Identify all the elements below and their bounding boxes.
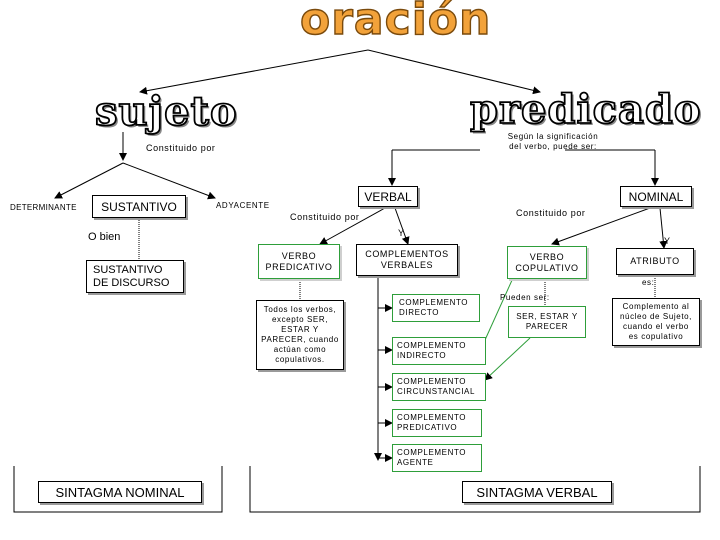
line-nominal-atributo [659, 207, 668, 249]
label-constituido-por-nominal: Constituido por [516, 208, 586, 218]
label-constituido-por-verbal: Constituido por [290, 212, 360, 222]
label-ser-1: SER, ESTAR Y [516, 312, 578, 321]
box-verbo-predicativo: VERBO PREDICATIVO [258, 244, 340, 279]
line-verbal-predicativo [319, 207, 386, 245]
label-cc-1: COMPLEMENTO [397, 377, 467, 386]
label-verbo-copulativo-2: COPULATIVO [515, 262, 579, 273]
label-todos-2: excepto SER, [271, 315, 329, 324]
label-todos-1: Todos los verbos, [263, 305, 337, 314]
label-verbo-predicativo-2: PREDICATIVO [265, 261, 333, 272]
label-determinante: DETERMINANTE [10, 203, 77, 212]
label-todos-4: PARECER, cuando [261, 335, 339, 344]
bracket-sintagma-verbal [249, 466, 701, 513]
label-verbo-copulativo-1: VERBO [529, 251, 565, 262]
label-segun-1: Según la significación [507, 132, 599, 141]
label-y-verbal: Y [398, 228, 405, 238]
line-sujeto-determinante [54, 162, 124, 199]
label-sintagma-nominal: SINTAGMA NOMINAL [55, 484, 185, 500]
label-cp-2: PREDICATIVO [397, 423, 458, 432]
label-nucleo-2: núcleo de Sujeto, [619, 312, 693, 321]
title-sujeto: sujeto [94, 87, 238, 136]
label-sustantivo-discurso-1: SUSTANTIVO [93, 263, 163, 276]
box-todos-los-verbos: Todos los verbos, excepto SER, ESTAR Y P… [256, 300, 344, 370]
label-verbo-predicativo-1: VERBO [281, 250, 317, 261]
line-ser-cc [484, 337, 531, 381]
box-nominal: NOMINAL [620, 186, 692, 207]
box-sintagma-verbal: SINTAGMA VERBAL [462, 481, 612, 503]
box-sustantivo-discurso: SUSTANTIVO DE DISCURSO [86, 260, 184, 293]
line-nominal-copulativo [551, 207, 651, 246]
label-ca-2: AGENTE [397, 458, 434, 467]
label-cd-1: COMPLEMENTO [399, 298, 469, 307]
label-verbal: VERBAL [364, 189, 412, 204]
label-o-bien: O bien [88, 231, 121, 243]
label-nucleo-1: Complemento al [622, 302, 690, 311]
box-sintagma-nominal: SINTAGMA NOMINAL [38, 481, 202, 503]
box-ser-estar-parecer: SER, ESTAR Y PARECER [508, 306, 586, 338]
line-verbal-complementos [394, 207, 410, 245]
box-complemento-circunstancial: COMPLEMENTO CIRCUNSTANCIAL [392, 373, 486, 401]
label-complementos-verbales-2: VERBALES [380, 260, 434, 270]
label-cp-1: COMPLEMENTO [397, 413, 467, 422]
label-nominal: NOMINAL [628, 189, 684, 204]
box-complementos-verbales: COMPLEMENTOS VERBALES [356, 244, 458, 276]
label-todos-3: ESTAR Y [281, 325, 319, 334]
box-complemento-predicativo: COMPLEMENTO PREDICATIVO [392, 409, 482, 437]
label-sustantivo: SUSTANTIVO [101, 199, 177, 214]
box-complemento-indirecto: COMPLEMENTO INDIRECTO [392, 337, 486, 365]
label-ser-2: PARECER [525, 322, 569, 331]
label-y-nominal: Y [664, 236, 671, 246]
label-todos-6: copulativos. [275, 355, 325, 364]
box-complemento-agente: COMPLEMENTO AGENTE [392, 444, 482, 472]
label-sintagma-verbal: SINTAGMA VERBAL [476, 484, 598, 500]
title-oracion: oración [299, 0, 492, 46]
box-verbal: VERBAL [358, 186, 418, 207]
box-complemento-nucleo: Complemento al núcleo de Sujeto, cuando … [612, 298, 700, 346]
title-predicado: predicado [469, 85, 702, 134]
box-complemento-directo: COMPLEMENTO DIRECTO [392, 294, 480, 322]
label-todos-5: actúan como [273, 345, 327, 354]
box-sustantivo: SUSTANTIVO [92, 195, 186, 218]
label-adyacente: ADYACENTE [216, 201, 270, 210]
label-cc-2: CIRCUNSTANCIAL [397, 387, 476, 396]
label-es: es: [642, 278, 655, 287]
label-pueden-ser: Pueden ser: [500, 293, 550, 302]
label-constituido-por-sujeto: Constituido por [146, 143, 216, 153]
label-segun: Según la significación del verbo, puede … [498, 132, 608, 152]
label-segun-2: del verbo, puede ser: [509, 142, 597, 151]
label-ci-2: INDIRECTO [397, 351, 447, 360]
line-oracion-predicado [367, 49, 541, 95]
line-copulativo-ci [484, 277, 514, 341]
label-complementos-verbales-1: COMPLEMENTOS [365, 249, 449, 259]
box-verbo-copulativo: VERBO COPULATIVO [507, 246, 587, 279]
line-oracion-sujeto [139, 49, 369, 95]
label-nucleo-3: cuando el verbo [623, 322, 689, 331]
label-ci-1: COMPLEMENTO [397, 341, 467, 350]
label-ca-1: COMPLEMENTO [397, 448, 467, 457]
box-atributo: ATRIBUTO [616, 248, 694, 275]
bracket-sintagma-nominal [13, 466, 223, 513]
label-sustantivo-discurso-2: DE DISCURSO [93, 276, 170, 289]
label-nucleo-4: es copulativo [628, 332, 684, 341]
label-atributo: ATRIBUTO [630, 256, 680, 266]
label-cd-2: DIRECTO [399, 308, 440, 317]
line-sujeto-adyacente [122, 162, 216, 200]
